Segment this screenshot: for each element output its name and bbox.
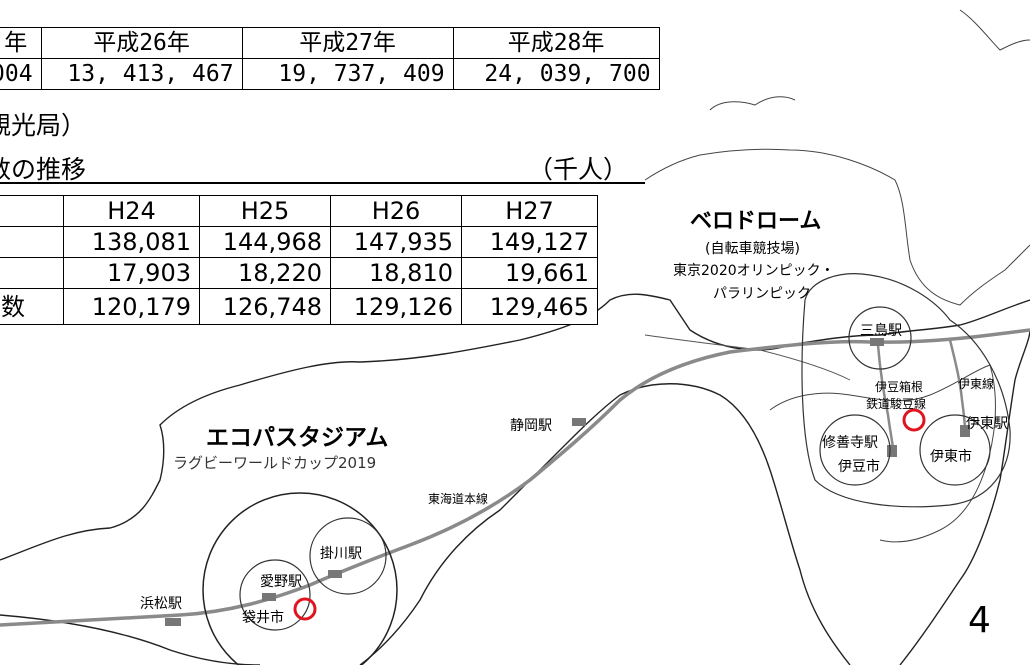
table-cell <box>0 226 64 258</box>
shizuoka-station-mark <box>572 418 586 426</box>
table2-subtitle: 数の推移 <box>0 155 87 184</box>
ecopa-sub: ラグビーワールドカップ2019 <box>173 454 377 472</box>
ecopa-marker <box>293 597 317 621</box>
trend-table: H24 H25 H26 H27 138,081 144,968 147,935 … <box>0 195 598 325</box>
table-cell: 18,810 <box>330 257 462 289</box>
velodrome-area <box>801 273 1011 508</box>
ecopa-title: エコパスタジアム <box>206 425 389 451</box>
coast-island <box>709 96 796 111</box>
table-cell: 13, 413, 467 <box>40 58 243 90</box>
ito-city-circle <box>919 414 991 486</box>
source-note: 観光局） <box>0 111 87 140</box>
table-cell: 144,968 <box>199 226 331 258</box>
coast-lower <box>0 329 1030 665</box>
shuzenji-label: 修善寺駅 <box>822 435 878 451</box>
table-header-cell: H25 <box>199 195 331 227</box>
aino-label: 愛野駅 <box>260 574 302 590</box>
table-cell: 004 <box>0 58 42 90</box>
tokaido-line <box>0 328 1030 627</box>
table-cell: 19,661 <box>461 257 598 289</box>
table-cell: 126,748 <box>199 288 331 325</box>
sunzu-line-label: 鉄道駿豆線 <box>866 397 927 411</box>
ecopa-large-circle <box>202 492 398 665</box>
table-row: 004 13, 413, 467 19, 737, 409 24, 039, 7… <box>0 58 660 90</box>
table-header-cell: H24 <box>63 195 200 227</box>
unit-label: （千人） <box>528 155 629 184</box>
izu-city-circle <box>819 414 891 486</box>
mishima-label: 三島駅 <box>860 323 902 339</box>
table-header-row: 年 平成26年 平成27年 平成28年 <box>0 27 660 59</box>
velodrome-sub2: 東京2020オリンピック・ <box>673 263 835 279</box>
hamamatsu-label: 浜松駅 <box>140 596 182 612</box>
aino-station-mark <box>262 593 276 601</box>
shizuoka-label: 静岡駅 <box>510 418 552 434</box>
kakegawa-circle <box>309 517 387 595</box>
tokaido-label: 東海道本線 <box>428 492 489 506</box>
shuzenji-station-mark <box>887 445 897 457</box>
table-cell: 数 <box>0 288 64 325</box>
ito-city-label: 伊東市 <box>930 449 972 465</box>
table-cell: 120,179 <box>63 288 200 325</box>
northeast-coast <box>959 9 1030 51</box>
velodrome-title: ベロドローム <box>690 209 822 234</box>
subtitle-underline <box>0 182 645 184</box>
coastline <box>0 293 1030 561</box>
hamamatsu-station-mark <box>165 618 181 626</box>
table-cell <box>0 257 64 289</box>
northern-border <box>644 148 1030 306</box>
ito-station-label: 伊東駅 <box>966 416 1008 432</box>
table-cell: 19, 737, 409 <box>241 58 454 90</box>
aino-circle <box>239 559 311 631</box>
table-cell: 129,126 <box>330 288 462 325</box>
izuhakone-line <box>876 344 895 449</box>
kakegawa-label: 掛川駅 <box>320 546 362 562</box>
page-number: 4 <box>968 600 991 641</box>
ito-line-label: 伊東線 <box>958 377 995 391</box>
visitor-count-table: 年 平成26年 平成27年 平成28年 004 13, 413, 467 19,… <box>0 27 660 90</box>
table-cell: 24, 039, 700 <box>452 58 660 90</box>
velodrome-sub3: パラリンピック <box>713 286 811 302</box>
table-cell: 147,935 <box>330 226 462 258</box>
ito-station-mark <box>960 425 970 437</box>
velodrome-marker <box>902 408 926 432</box>
table-cell: 17,903 <box>63 257 200 289</box>
ito-line <box>948 339 967 431</box>
mishima-station-mark <box>870 338 884 346</box>
table-header-row: H24 H25 H26 H27 <box>0 195 598 227</box>
kakegawa-station-mark <box>328 570 342 578</box>
table-header-cell: H27 <box>461 195 598 227</box>
table-row: 数 120,179 126,748 129,126 129,465 <box>0 288 598 325</box>
izuhakone-label: 伊豆箱根 <box>875 380 924 394</box>
fukuroi-label: 袋井市 <box>242 610 284 626</box>
table-header-cell: 平成27年 <box>241 27 454 59</box>
table-cell: 18,220 <box>199 257 331 289</box>
table-header-cell: 年 <box>0 27 42 59</box>
table-cell: 138,081 <box>63 226 200 258</box>
table-cell: 149,127 <box>461 226 598 258</box>
table-row: 17,903 18,220 18,810 19,661 <box>0 257 598 289</box>
table-cell: 129,465 <box>461 288 598 325</box>
table-header-cell: H26 <box>330 195 462 227</box>
table-header-cell: 平成26年 <box>40 27 243 59</box>
table-row: 138,081 144,968 147,935 149,127 <box>0 226 598 258</box>
table-header-cell <box>0 195 64 227</box>
velodrome-sub1: (自転車競技場) <box>705 241 800 257</box>
table-header-cell: 平成28年 <box>452 27 660 59</box>
mishima-circle <box>848 306 912 370</box>
izu-city-label: 伊豆市 <box>838 459 880 475</box>
